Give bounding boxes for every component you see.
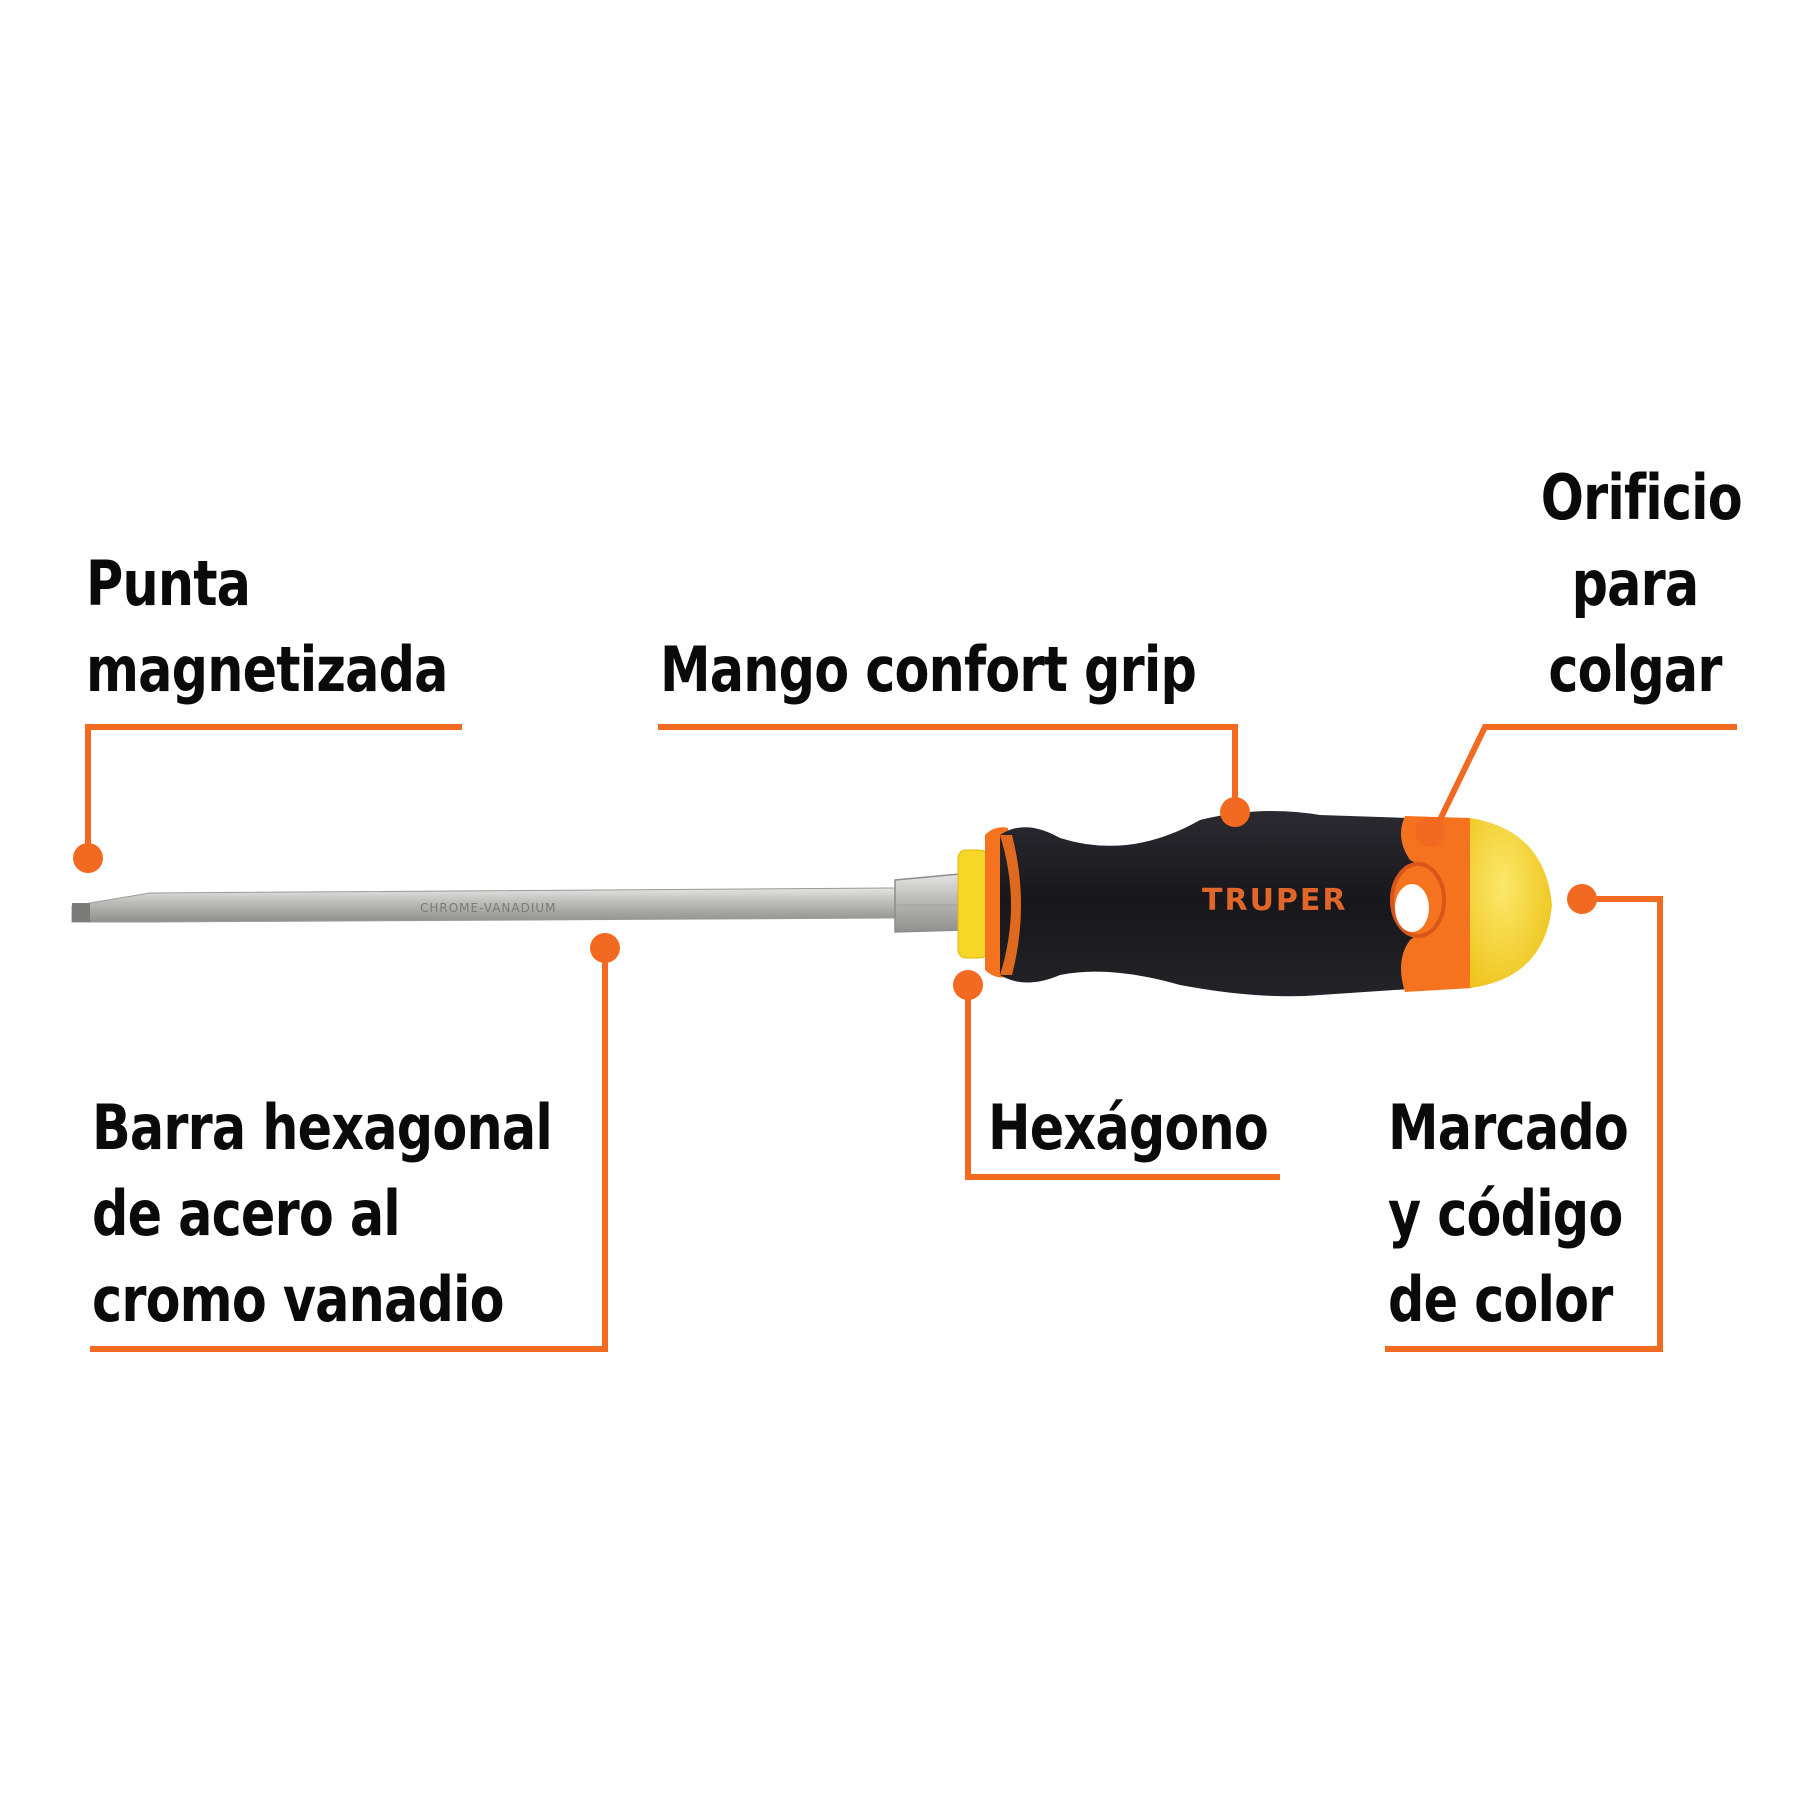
callout-mango-confort-grip: Mango confort grip	[660, 627, 1197, 713]
leader-mango	[658, 724, 1238, 810]
hexagon-bolster	[894, 873, 963, 933]
callout-line: Barra hexagonal	[92, 1091, 553, 1164]
handle-body	[1000, 811, 1470, 997]
callout-line: Mango confort grip	[660, 633, 1197, 706]
callout-hexagono: Hexágono	[988, 1085, 1269, 1171]
callout-dots	[73, 797, 1597, 1000]
callout-line: colgar	[1548, 633, 1722, 706]
dot-punta	[73, 843, 103, 873]
shaft: CHROME-VANADIUM	[71, 887, 896, 923]
callout-barra-hexagonal: Barra hexagonal de acero al cromo vanadi…	[92, 1085, 553, 1343]
dot-marcado	[1567, 884, 1597, 914]
callout-orificio-para-colgar: Orificio para colgar	[1540, 455, 1743, 713]
callout-line: Marcado	[1388, 1091, 1629, 1164]
dot-hexagono	[953, 970, 983, 1000]
shaft-engraving: CHROME-VANADIUM	[420, 901, 557, 915]
callout-line: para	[1571, 547, 1700, 620]
orange-rear-band	[1401, 816, 1472, 992]
dot-barra	[590, 933, 620, 963]
callout-punta-magnetizada: Punta magnetizada	[86, 541, 448, 713]
leader-punta	[85, 724, 462, 858]
callout-line: magnetizada	[86, 633, 448, 706]
callout-line: cromo vanadio	[92, 1263, 505, 1336]
callout-line: Hexágono	[988, 1091, 1269, 1164]
callout-line: Orificio	[1540, 461, 1743, 534]
brand-logo: TRUPER	[1202, 883, 1348, 918]
yellow-ferrule	[957, 849, 989, 959]
leader-hexagono	[965, 985, 1280, 1180]
callout-line: Punta	[86, 547, 251, 620]
dot-orificio	[1415, 817, 1445, 847]
callout-line: de acero al	[92, 1177, 401, 1250]
callout-line: de color	[1388, 1263, 1613, 1336]
callout-marcado-codigo-color: Marcado y código de color	[1388, 1085, 1629, 1343]
leader-lines	[85, 724, 1737, 1352]
callout-line: y código	[1388, 1177, 1623, 1250]
dot-mango	[1220, 797, 1250, 827]
leader-barra	[90, 948, 608, 1352]
leader-orificio	[1432, 724, 1737, 832]
yellow-end-cap	[1470, 818, 1552, 988]
leader-marcado	[1385, 896, 1663, 1352]
